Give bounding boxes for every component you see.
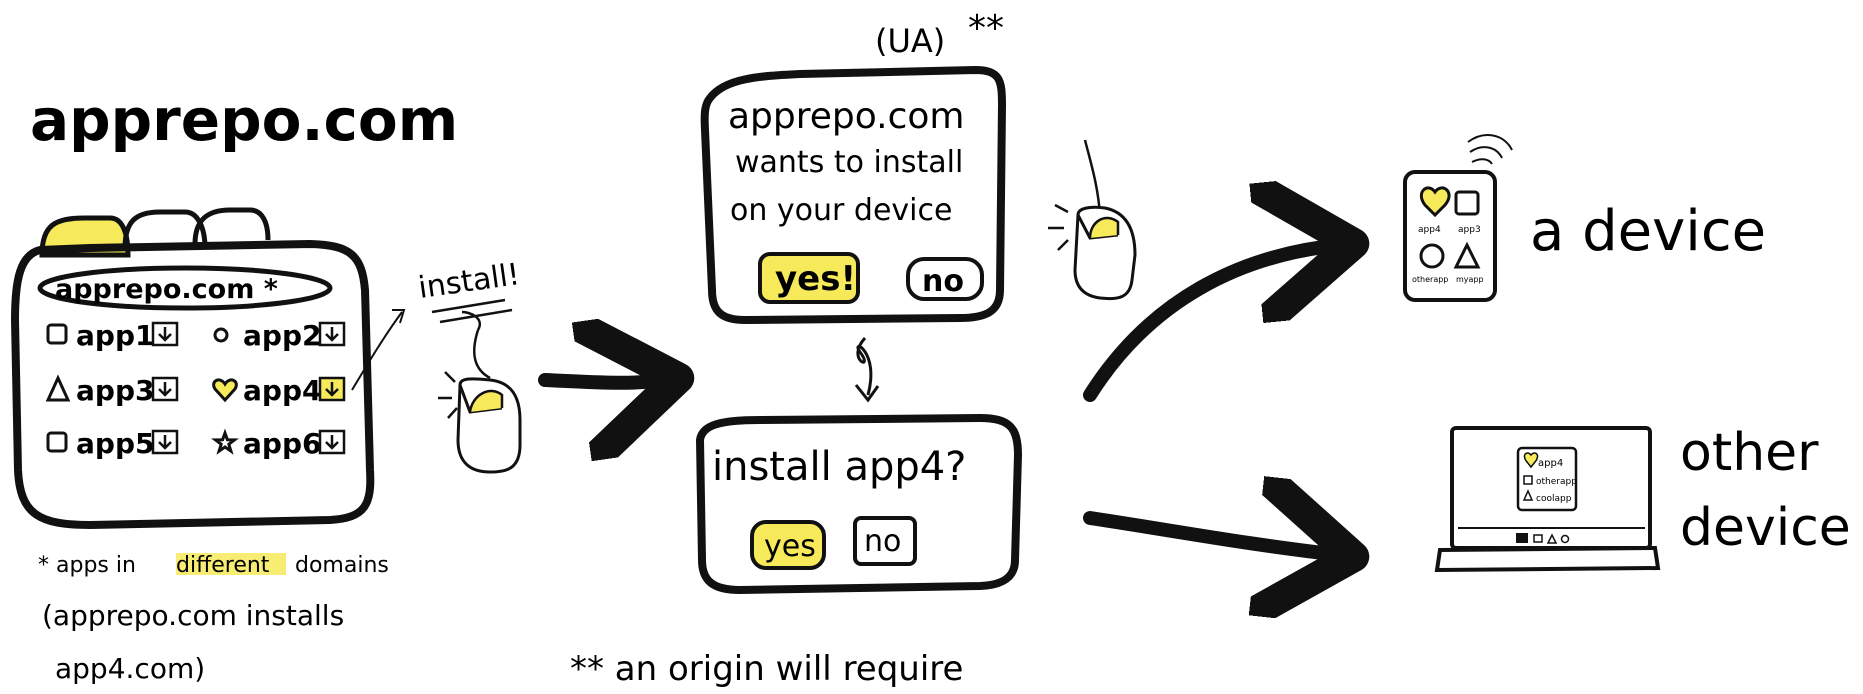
square-icon xyxy=(1533,534,1543,543)
laptop-base xyxy=(1434,545,1661,573)
dialog-connector-arrow xyxy=(856,336,873,396)
app-label: app6 xyxy=(243,427,321,460)
dialog2-yes-button[interactable]: yes xyxy=(750,520,826,570)
app-list-item[interactable]: app1 xyxy=(46,319,179,352)
phone-app-label: myapp xyxy=(1456,275,1484,284)
footnote-line2: (apprepo.com installs xyxy=(42,599,344,632)
circle-icon xyxy=(1419,243,1445,269)
dialog1-no-label: no xyxy=(922,264,964,299)
download-button[interactable] xyxy=(318,429,346,455)
footnote-line1-prefix: * apps in xyxy=(38,553,136,578)
download-arrow-icon xyxy=(325,327,339,342)
square-icon xyxy=(1523,475,1533,485)
phone-app-label: app3 xyxy=(1458,225,1481,235)
tab-2 xyxy=(122,209,208,249)
ua-label: (UA) xyxy=(875,22,945,60)
footnote-line1-suffix: domains xyxy=(295,553,389,578)
app-list: app1 app2 app3 app4 app5 app6 xyxy=(45,319,346,460)
download-arrow-icon xyxy=(158,327,172,342)
ua-stars: ** xyxy=(968,8,1004,49)
url-bar-text: apprepo.com * xyxy=(55,274,278,305)
laptop-device: app4 otherapp coolapp xyxy=(1434,426,1661,573)
mouse-icon-left xyxy=(438,310,522,474)
install-pointer-line xyxy=(351,311,403,391)
dialog1-line1: apprepo.com xyxy=(728,96,965,137)
dialog1-yes-label: yes! xyxy=(775,259,856,299)
download-arrow-icon xyxy=(158,435,172,450)
download-arrow-icon xyxy=(325,435,339,450)
heart-icon xyxy=(212,378,238,403)
triangle-icon xyxy=(1546,533,1558,544)
dialog1-yes-button[interactable]: yes! xyxy=(758,252,860,304)
download-arrow-icon xyxy=(325,382,339,397)
install-label: install! xyxy=(416,257,522,306)
arrow-to-ua-dialog xyxy=(538,380,665,383)
footnote-highlight-mark xyxy=(176,553,286,575)
footnote-line1-highlight: different xyxy=(176,553,270,578)
footnote: * apps in different domains (apprepo.com… xyxy=(38,553,389,685)
dialog1-line2: wants to install xyxy=(735,145,963,180)
arrow-to-device xyxy=(1083,245,1340,402)
app-list-item[interactable]: app5 xyxy=(46,427,179,460)
triangle-icon xyxy=(45,374,71,402)
install-annotation: install! xyxy=(351,257,522,391)
circle-icon xyxy=(1560,534,1570,544)
app-label: app3 xyxy=(76,374,154,407)
tab-3 xyxy=(192,207,271,245)
mouse-icon-center xyxy=(1048,139,1137,301)
url-bar xyxy=(37,265,333,311)
square-icon xyxy=(1454,190,1480,216)
app-list-item[interactable]: app6 xyxy=(211,427,346,460)
dialog2-no-label: no xyxy=(864,524,901,559)
app-label: app1 xyxy=(76,319,154,352)
ua-dialog-install-site xyxy=(700,66,1006,324)
phone-device: app4 app3 otherapp myapp xyxy=(1403,134,1513,302)
circle-icon xyxy=(213,327,229,343)
app-list-item[interactable]: app4 xyxy=(212,374,346,407)
bottom-note: ** an origin will require xyxy=(570,649,963,689)
heart-icon xyxy=(1419,186,1451,218)
phone-app-label: otherapp xyxy=(1412,275,1448,284)
heart-icon xyxy=(1523,452,1539,469)
app-label: app5 xyxy=(76,427,154,460)
dialog1-line3: on your device xyxy=(730,193,952,228)
other-device-label-line2: device xyxy=(1680,498,1851,558)
site-title: apprepo.com xyxy=(30,86,458,154)
app-list-item[interactable]: app3 xyxy=(45,374,179,407)
app-label: app2 xyxy=(243,319,321,352)
other-device-label-line1: other xyxy=(1680,423,1819,483)
footnote-line3: app4.com) xyxy=(55,652,205,685)
app-list-item[interactable]: app2 xyxy=(213,319,346,352)
download-button[interactable] xyxy=(318,376,346,402)
ua-dialog-install-app xyxy=(696,414,1022,594)
dialog2-yes-label: yes xyxy=(764,529,816,564)
download-button[interactable] xyxy=(151,376,179,402)
dialog2-title: install app4? xyxy=(712,444,966,490)
download-arrow-icon xyxy=(158,382,172,397)
device-label: a device xyxy=(1530,199,1766,264)
app-label: app4 xyxy=(243,374,321,407)
download-button[interactable] xyxy=(318,321,346,347)
laptop-app-label: app4 xyxy=(1538,458,1563,469)
download-button[interactable] xyxy=(151,321,179,347)
download-button[interactable] xyxy=(151,429,179,455)
laptop-app-label: coolapp xyxy=(1536,494,1572,504)
arrow-to-other-device xyxy=(1083,518,1340,555)
browser-window-frame xyxy=(11,240,375,529)
square-icon xyxy=(46,431,68,453)
triangle-icon xyxy=(1453,241,1481,269)
dialog1-no-button[interactable]: no xyxy=(906,257,984,301)
taskbar-icon xyxy=(1516,533,1528,543)
triangle-icon xyxy=(1522,489,1534,501)
star-icon xyxy=(211,428,239,455)
square-icon xyxy=(46,323,68,345)
dialog2-no-button[interactable]: no xyxy=(853,516,917,566)
phone-app-label: app4 xyxy=(1418,225,1441,235)
laptop-app-label: otherapp xyxy=(1536,477,1577,487)
